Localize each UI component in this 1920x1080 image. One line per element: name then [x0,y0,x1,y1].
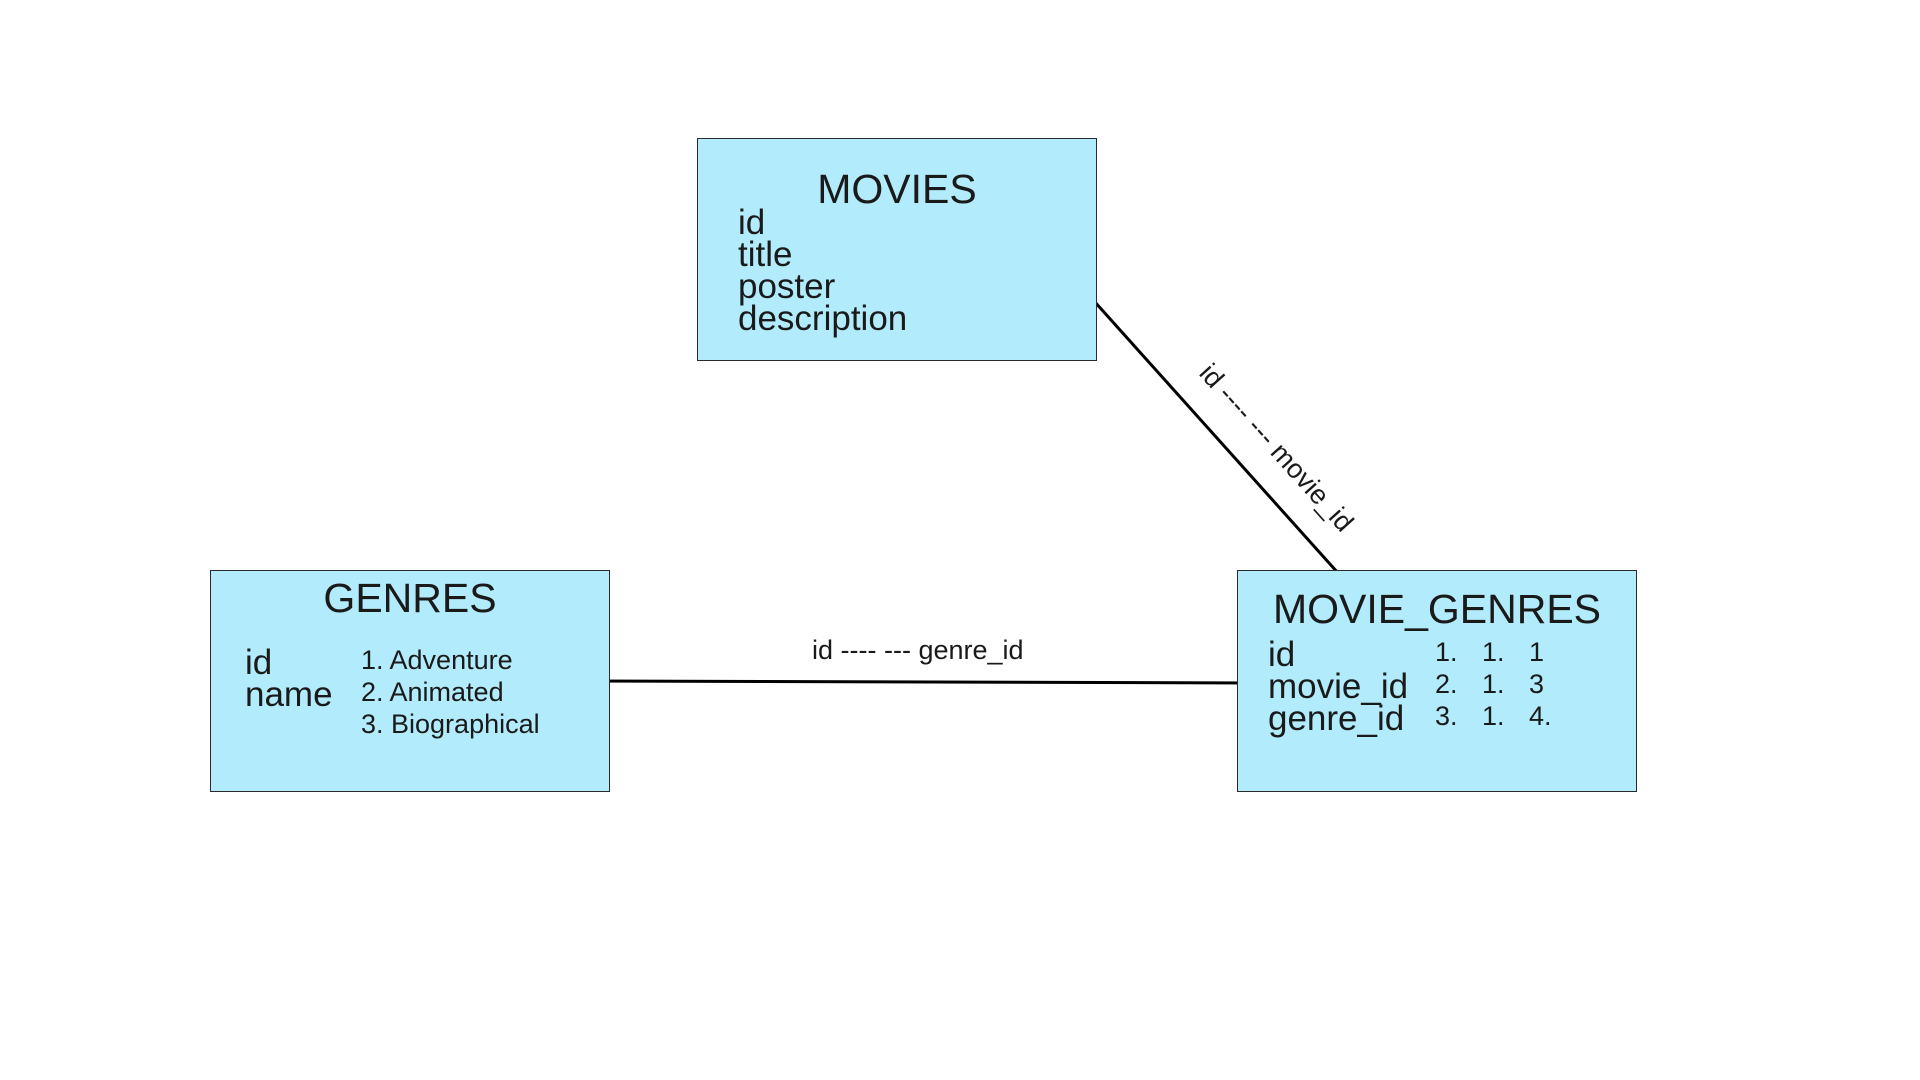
row-cell: 1. [1482,701,1505,731]
entity-title-genres: GENRES [323,575,497,621]
row-cell: 3 [1529,669,1545,699]
row-cell: 1. [1435,637,1458,667]
row-cell: 4. [1529,701,1552,731]
table-row: 3. 1. 4. [1435,700,1625,732]
field-list-movies: id title poster description [738,203,908,338]
link-label-genre-id: id ---- --- genre_id [812,635,1024,665]
entity-movie-genres[interactable]: MOVIE_GENRES id movie_id genre_id 1. 1. … [1237,570,1637,792]
link-label-movie-id: id ---- --- movie_id [1194,358,1360,537]
genre-value-animated: 2. Animated [361,677,504,707]
table-row: 1. 1. 1 [1435,636,1625,668]
rows-movie-genres: 1. 1. 1 2. 1. 3 3. 1. 4. [1435,636,1625,732]
field-list-movie-genres: id movie_id genre_id [1268,635,1409,738]
field-genres-id: id [245,643,273,682]
row-cell: 1 [1529,637,1545,667]
row-cell: 3. [1435,701,1458,731]
field-list-genres: id name [245,643,333,714]
row-cell: 1. [1482,637,1505,667]
field-movies-poster: poster [738,267,836,306]
field-movies-description: description [738,299,908,338]
link-movies-movie-genres [1066,270,1349,585]
field-movie-genres-movie-id: movie_id [1268,667,1409,706]
table-row: 2. 1. 3 [1435,668,1625,700]
genre-value-adventure: 1. Adventure [361,645,513,675]
field-genres-name: name [245,675,333,714]
field-movie-genres-id: id [1268,635,1296,674]
row-cell: 2. [1435,669,1458,699]
entity-title-movie-genres: MOVIE_GENRES [1272,586,1602,632]
link-genres-movie-genres [580,679,1254,685]
entity-title-movies: MOVIES [817,166,977,212]
row-cell: 1. [1482,669,1505,699]
field-movies-id: id [738,203,766,242]
genre-value-biographical: 3. Biographical [361,709,540,739]
entity-movies[interactable]: MOVIES id title poster description [697,138,1097,361]
entity-genres[interactable]: GENRES id name 1. Adventure 2. Animated … [210,570,610,792]
field-movie-genres-genre-id: genre_id [1268,699,1405,738]
value-list-genres: 1. Adventure 2. Animated 3. Biographical [361,644,540,740]
field-movies-title: title [738,235,793,274]
